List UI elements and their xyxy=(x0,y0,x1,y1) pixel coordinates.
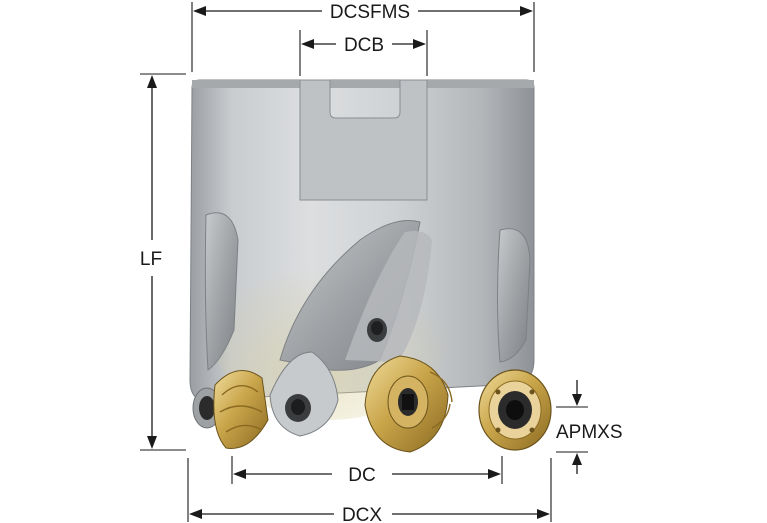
insert-right xyxy=(478,369,552,451)
dcb-label: DCB xyxy=(344,35,384,56)
chip-flutes xyxy=(204,212,531,371)
dimension-dcb: DCB xyxy=(299,30,428,76)
insert-seat-center xyxy=(269,351,339,437)
lf-label: LF xyxy=(140,249,162,270)
dimension-lf: LF xyxy=(140,73,186,451)
insert-center xyxy=(364,355,453,453)
dcsfms-label: DCSFMS xyxy=(330,2,410,23)
dimension-dcx: DCX xyxy=(187,458,552,523)
dcx-label: DCX xyxy=(342,505,382,523)
insert-left xyxy=(192,370,269,449)
dimension-apmxs: APMXS xyxy=(556,380,623,474)
dimension-dcsfms: DCSFMS xyxy=(191,2,535,72)
dc-label: DC xyxy=(348,465,375,486)
apmxs-label: APMXS xyxy=(556,422,623,443)
dimension-dc: DC xyxy=(231,456,503,486)
